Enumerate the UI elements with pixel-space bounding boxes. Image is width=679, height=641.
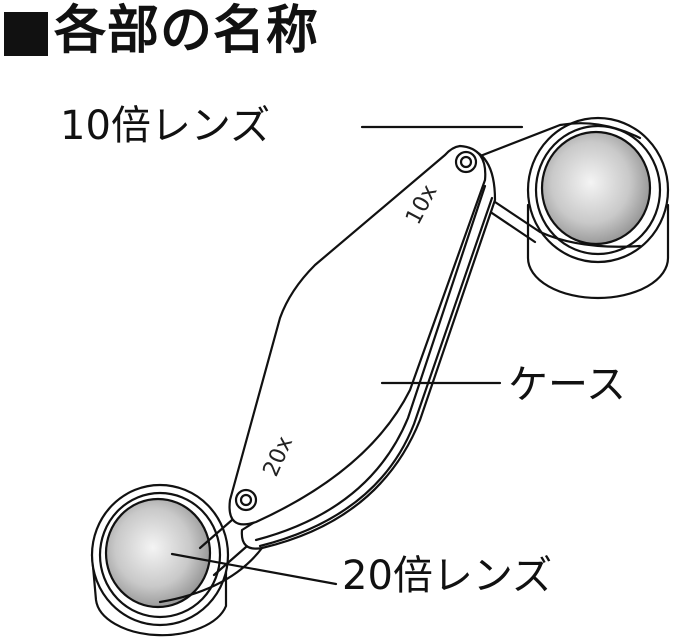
section-title: 各部の名称 [4, 0, 319, 62]
callout-20x-lens: 20倍レンズ [342, 553, 553, 599]
upper-arm [468, 122, 642, 162]
lens-20x-glass [104, 497, 212, 609]
lower-arm [198, 518, 234, 550]
callout-case: ケース [508, 362, 626, 408]
black-square-icon [4, 12, 48, 56]
lens-10x-glass [540, 130, 652, 246]
rivet-bottom-icon [234, 488, 258, 512]
callout-10x-lens: 10倍レンズ [60, 103, 271, 149]
leader-20x [170, 552, 338, 586]
case-front [228, 144, 487, 526]
title-text: 各部の名称 [54, 1, 320, 61]
rivet-top-icon [454, 150, 478, 174]
